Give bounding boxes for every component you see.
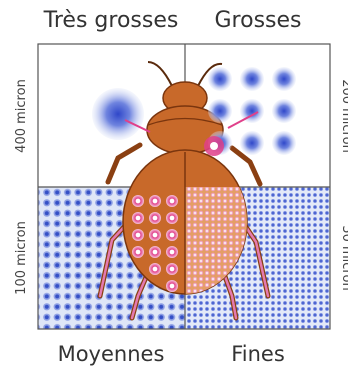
large-droplets bbox=[204, 67, 296, 156]
label-moyennes: Moyennes bbox=[58, 342, 165, 366]
size-label-100: 100 micron bbox=[14, 221, 29, 295]
size-label-200: 200 micron bbox=[339, 79, 348, 153]
label-tres-grosses: Très grosses bbox=[43, 8, 179, 33]
size-label-400: 400 micron bbox=[14, 79, 29, 153]
label-fines: Fines bbox=[231, 342, 285, 366]
size-label-50: 50 micron bbox=[339, 225, 348, 290]
label-grosses: Grosses bbox=[215, 8, 302, 33]
